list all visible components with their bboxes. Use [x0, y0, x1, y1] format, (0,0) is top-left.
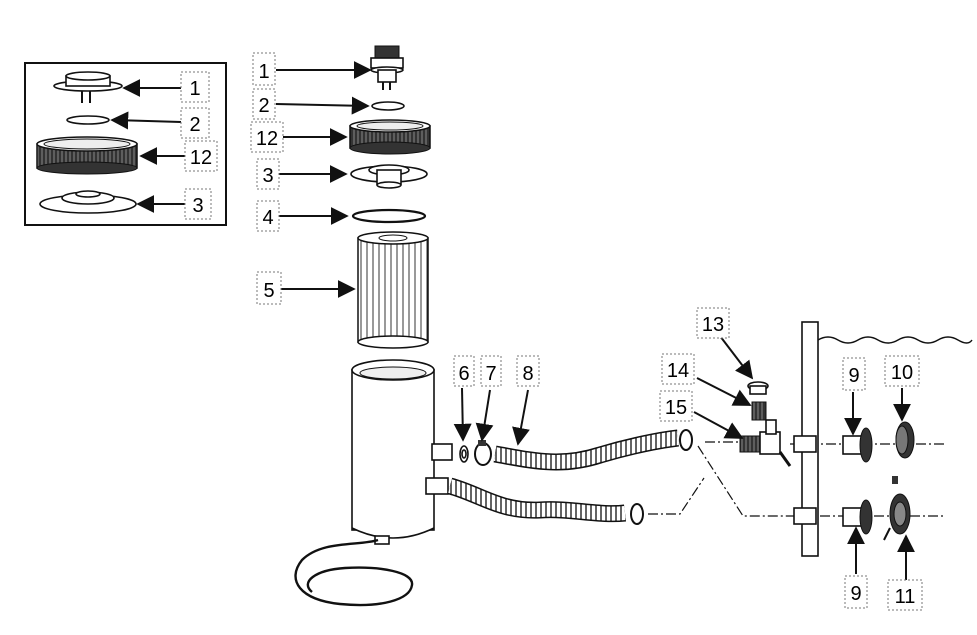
- part-4-large-oring: [351, 208, 427, 224]
- pool-wall: [793, 321, 973, 557]
- wall-fittings: 9 10 9 11: [842, 355, 923, 611]
- part-6-washer: [459, 445, 469, 463]
- inset-label-12: 12: [190, 147, 212, 169]
- label-11: 11: [895, 586, 916, 608]
- pump-housing: [294, 359, 453, 607]
- power-cord: [294, 538, 414, 607]
- part-15-plunger-valve: [739, 419, 792, 467]
- label-5: 5: [263, 280, 274, 302]
- part-1-air-valve: [370, 45, 404, 90]
- label-14: 14: [667, 360, 689, 382]
- inset-label-1: 1: [189, 78, 200, 100]
- label-10: 10: [891, 362, 913, 384]
- inset-part-1-cap: [53, 71, 123, 103]
- part-12-ring-nut: [349, 119, 431, 155]
- label-12: 12: [256, 128, 278, 150]
- label-7: 7: [485, 363, 496, 385]
- inset-label-2: 2: [189, 114, 200, 136]
- part-9-lower-connector: [842, 499, 873, 535]
- label-6: 6: [458, 363, 469, 385]
- label-4: 4: [262, 207, 273, 229]
- main-exploded-stack: 1 2 12 3 4 5: [250, 45, 431, 349]
- water-line: [817, 336, 973, 344]
- part-2-small-oring: [371, 101, 405, 111]
- part-11-flow-adjuster: [883, 476, 911, 541]
- part-7-hose-clamp: [474, 440, 492, 466]
- part-10-strainer: [895, 421, 915, 459]
- inset-part-3-lid: [39, 190, 137, 214]
- inset-part-12-ring-nut: [36, 136, 138, 175]
- label-2: 2: [258, 95, 269, 117]
- part-3-filter-lid: [350, 164, 428, 189]
- label-13: 13: [702, 314, 724, 336]
- label-3: 3: [262, 165, 273, 187]
- hose-assembly: 6 7 8: [447, 355, 693, 525]
- inset-label-3: 3: [192, 195, 203, 217]
- part-5-filter-cartridge: [357, 231, 429, 349]
- label-8: 8: [522, 363, 533, 385]
- label-9-upper: 9: [848, 365, 859, 387]
- part-14-plug: [751, 401, 767, 421]
- valve-assembly: 13 14 15: [659, 307, 792, 467]
- inset-panel: 1 2 12 3: [24, 62, 227, 226]
- part-13-valve-cap: [747, 381, 769, 395]
- inset-part-2-oring: [66, 115, 110, 125]
- part-9-upper-connector: [842, 427, 873, 463]
- label-15: 15: [665, 397, 687, 419]
- label-1: 1: [258, 61, 269, 83]
- label-9-lower: 9: [850, 583, 861, 605]
